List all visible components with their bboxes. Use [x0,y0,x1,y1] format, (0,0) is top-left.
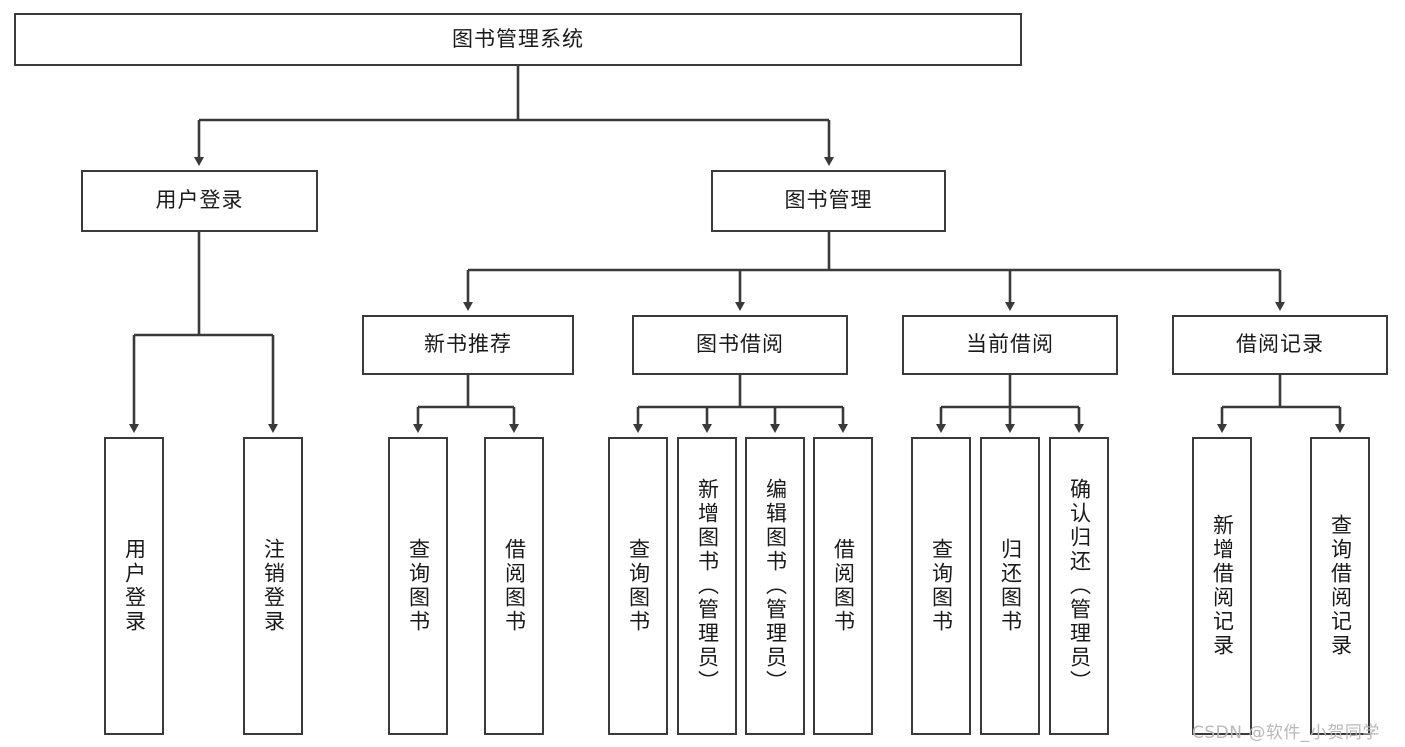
node-leaf-user-login[interactable]: 用户登录 [104,437,164,735]
node-current-borrow-label: 当前借阅 [966,332,1054,357]
node-leaf-logout-label: 注销登录 [261,538,286,634]
node-root-label: 图书管理系统 [452,26,584,51]
node-user-login[interactable]: 用户登录 [81,170,318,232]
node-book-borrow-label: 图书借阅 [696,332,784,357]
node-new-book-recommend-label: 新书推荐 [424,332,512,357]
node-leaf-current-confirm-return-admin[interactable]: 确认归还（管理员） [1049,437,1109,735]
node-leaf-current-confirm-return-admin-label: 确认归还（管理员） [1067,478,1092,694]
node-leaf-newbook-borrow-books-label: 借阅图书 [502,538,527,634]
node-new-book-recommend[interactable]: 新书推荐 [362,315,574,375]
node-root-book-management-system[interactable]: 图书管理系统 [14,13,1022,66]
node-leaf-borrow-edit-book-admin[interactable]: 编辑图书（管理员） [745,437,805,735]
node-leaf-current-return-books[interactable]: 归还图书 [980,437,1040,735]
node-leaf-borrow-add-book-admin-label: 新增图书（管理员） [695,478,720,694]
node-leaf-records-add-record[interactable]: 新增借阅记录 [1192,437,1252,735]
node-leaf-borrow-edit-book-admin-label: 编辑图书（管理员） [763,478,788,694]
node-leaf-newbook-borrow-books[interactable]: 借阅图书 [484,437,544,735]
node-leaf-borrow-borrow-books-label: 借阅图书 [831,538,856,634]
node-leaf-records-add-record-label: 新增借阅记录 [1210,514,1235,658]
node-book-management[interactable]: 图书管理 [711,170,946,232]
node-leaf-current-query-books[interactable]: 查询图书 [911,437,971,735]
node-borrow-records[interactable]: 借阅记录 [1172,315,1388,375]
node-leaf-current-return-books-label: 归还图书 [998,538,1023,634]
node-leaf-newbook-query-books-label: 查询图书 [406,538,431,634]
node-leaf-borrow-borrow-books[interactable]: 借阅图书 [813,437,873,735]
node-borrow-records-label: 借阅记录 [1236,332,1324,357]
node-leaf-borrow-query-books-label: 查询图书 [626,538,651,634]
csdn-watermark: CSDN @软件_小贺同学 [1192,723,1380,743]
node-book-management-label: 图书管理 [784,188,873,213]
node-current-borrow[interactable]: 当前借阅 [902,315,1118,375]
node-user-login-label: 用户登录 [155,188,244,213]
node-leaf-records-query-record-label: 查询借阅记录 [1328,514,1353,658]
node-leaf-current-query-books-label: 查询图书 [929,538,954,634]
node-leaf-newbook-query-books[interactable]: 查询图书 [388,437,448,735]
node-leaf-borrow-add-book-admin[interactable]: 新增图书（管理员） [677,437,737,735]
node-leaf-records-query-record[interactable]: 查询借阅记录 [1310,437,1370,735]
node-leaf-user-login-label: 用户登录 [122,538,147,634]
node-leaf-logout[interactable]: 注销登录 [243,437,303,735]
node-leaf-borrow-query-books[interactable]: 查询图书 [608,437,668,735]
node-book-borrow[interactable]: 图书借阅 [632,315,848,375]
